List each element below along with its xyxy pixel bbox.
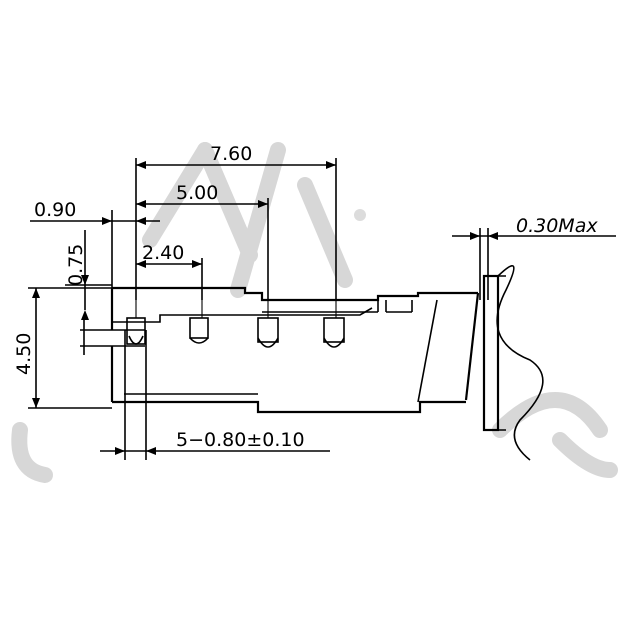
pins <box>126 300 345 348</box>
dim-0-75: 0.75 <box>65 230 112 320</box>
connector-body <box>110 286 480 414</box>
panel-flange <box>482 264 544 461</box>
dim-label-0-75: 0.75 <box>65 244 87 286</box>
dim-label-5-00: 5.00 <box>176 182 218 204</box>
dim-label-4-50: 4.50 <box>13 333 35 375</box>
dim-label-0-90: 0.90 <box>34 199 76 221</box>
dim-pin-spec: 5−0.80±0.10 <box>100 330 330 460</box>
dim-label-pin-spec: 5−0.80±0.10 <box>176 429 305 451</box>
dim-label-2-40: 2.40 <box>142 242 184 264</box>
dim-label-0-30max: 0.30Max <box>516 215 598 237</box>
dim-0-30max: 0.30Max <box>452 215 616 300</box>
dim-7-60: 7.60 <box>135 143 337 300</box>
dim-4-50: 4.50 <box>13 287 112 409</box>
dim-5-00: 5.00 <box>136 182 269 300</box>
dim-2-40: 2.40 <box>136 242 203 300</box>
dim-label-7-60: 7.60 <box>210 143 252 165</box>
